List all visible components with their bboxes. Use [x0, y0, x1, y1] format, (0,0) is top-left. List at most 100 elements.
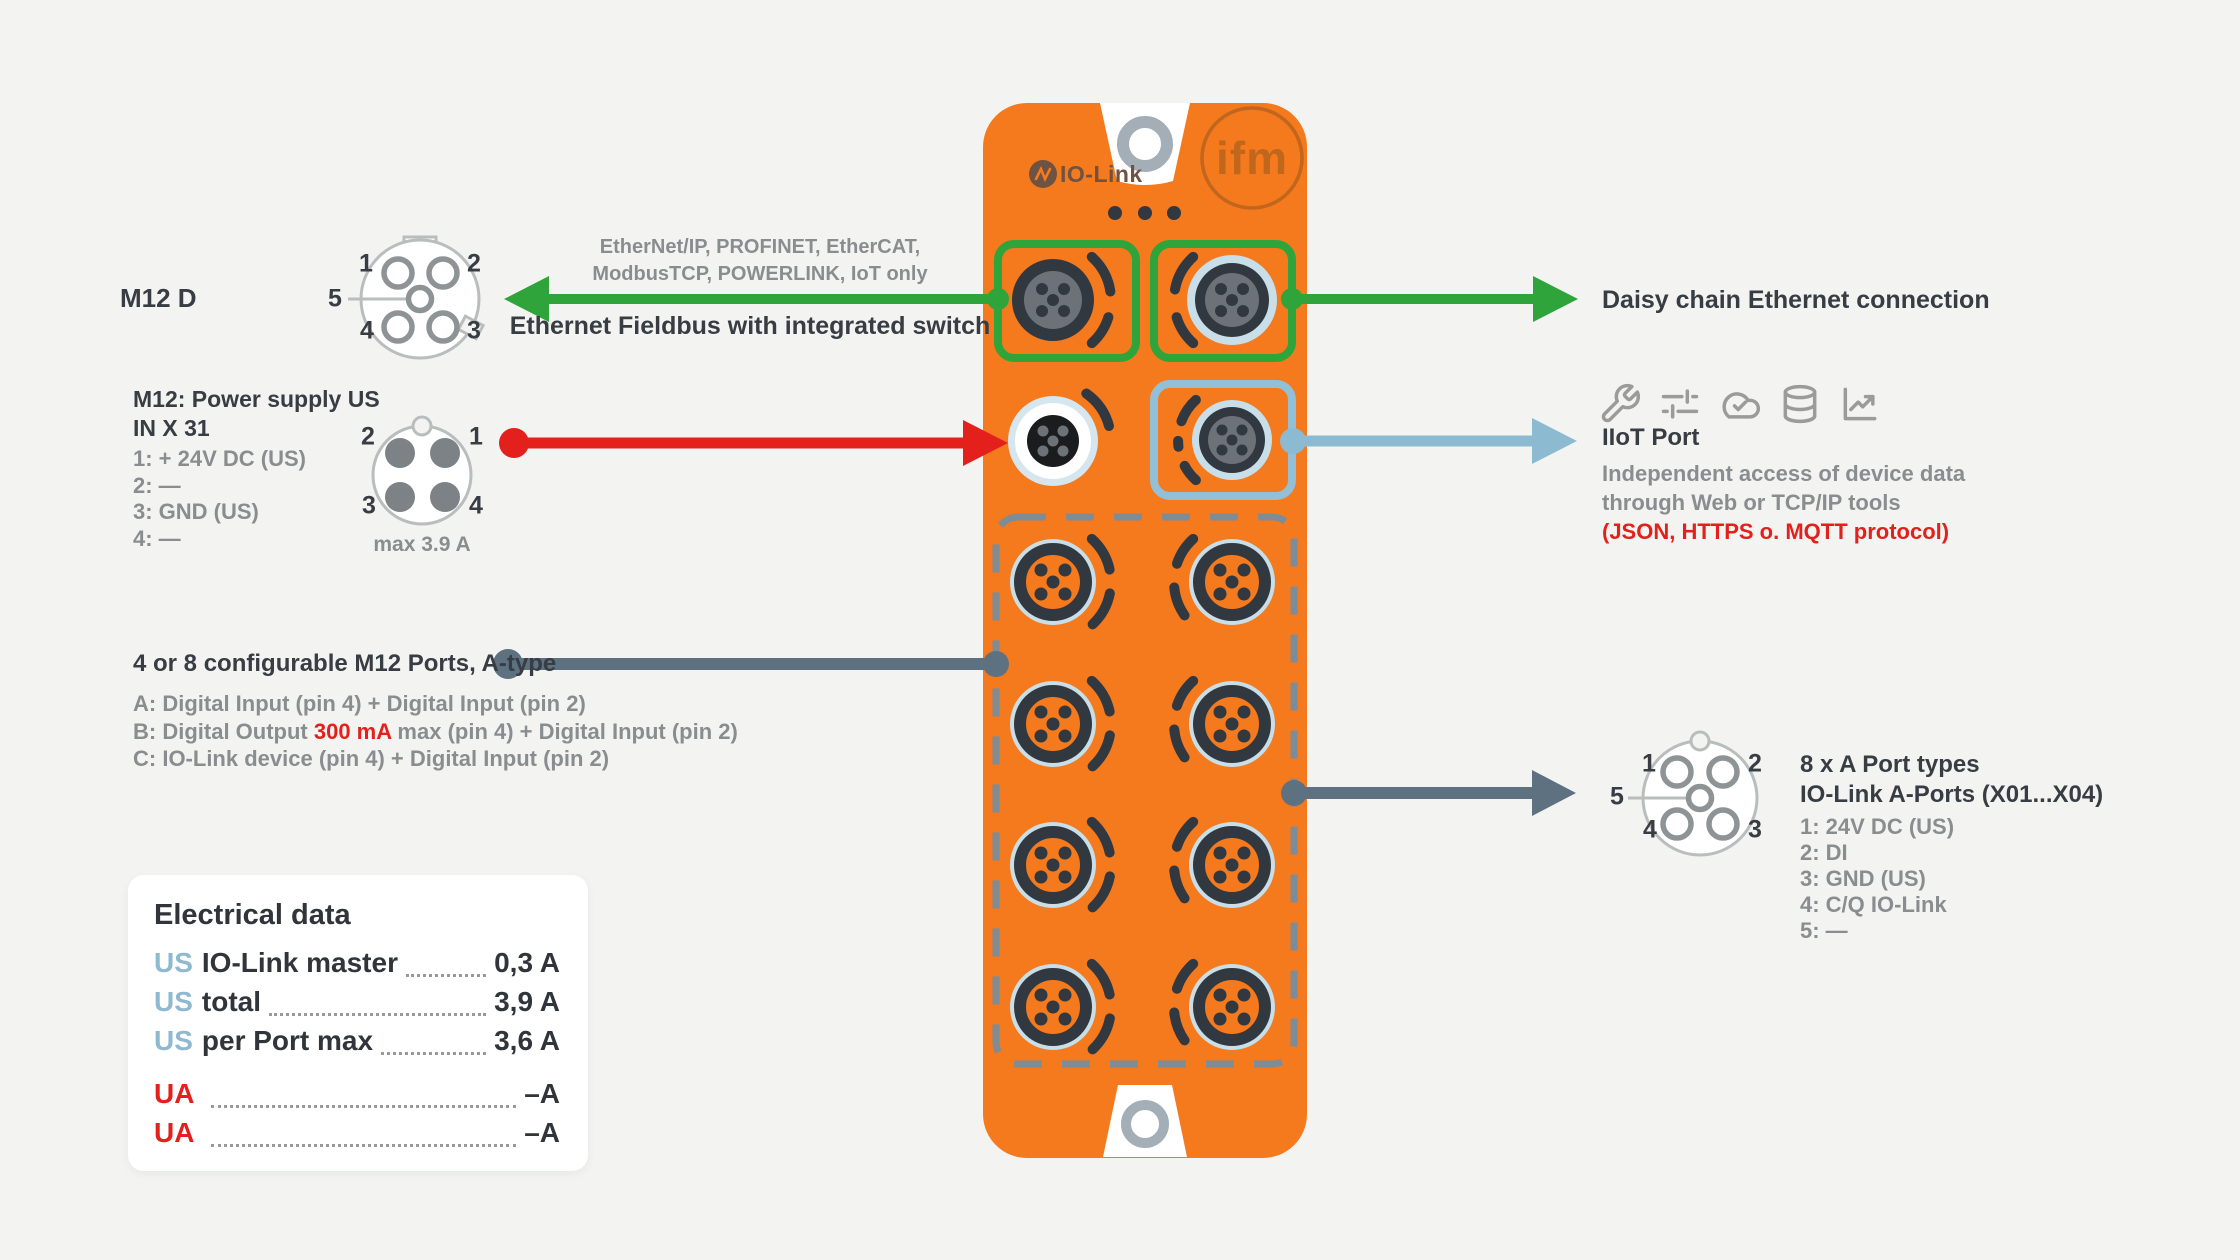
- power-pin-1: 1: [469, 422, 483, 451]
- m12d-pin-5: 5: [328, 284, 342, 313]
- electrical-row-ua-1: UA –A: [154, 1078, 560, 1109]
- ua-prefix: UA: [154, 1078, 195, 1109]
- aport-pinout-diagram: [1628, 730, 1759, 857]
- dotted-leader: [269, 1013, 487, 1016]
- m12d-pin-4: 4: [360, 316, 374, 345]
- power-supply-title-line1: M12: Power supply US: [133, 386, 380, 412]
- iiot-icon-row: [1598, 382, 1882, 426]
- iiot-protocol-note: (JSON, HTTPS o. MQTT protocol): [1602, 519, 1950, 544]
- electrical-data-rows: US IO-Link master 0,3 A US total 3,9 A U…: [154, 947, 560, 1156]
- aport-pin-2: 2: [1748, 749, 1762, 778]
- cloud-check-icon: [1718, 382, 1762, 426]
- power-supply-title-line2: IN X 31: [133, 415, 210, 441]
- power-pin-3: 3: [362, 491, 376, 520]
- ifm-logo-circle: [1200, 106, 1304, 210]
- m12d-label: M12 D: [120, 283, 197, 313]
- power-pin-line: 1: + 24V DC (US): [133, 446, 306, 471]
- electrical-row-us-port-max: US per Port max 3,6 A: [154, 1025, 560, 1056]
- power-pin-4: 4: [469, 491, 483, 520]
- ua-prefix: UA: [154, 1117, 195, 1148]
- iiot-connector: [1173, 394, 1272, 486]
- a-port: [1010, 675, 1116, 773]
- iiot-line1: Independent access of device data: [1602, 461, 1966, 486]
- ifm-logo-text: ifm: [1216, 132, 1288, 184]
- us-prefix: US: [154, 947, 193, 978]
- dotted-leader: [381, 1052, 487, 1055]
- aports-title-line2: IO-Link A-Ports (X01...X04): [1800, 781, 2104, 808]
- iiot-arrow: [1280, 418, 1577, 464]
- chart-icon: [1838, 382, 1882, 426]
- m12d-pin-3: 3: [467, 316, 481, 345]
- a-ports-arrow: [1281, 770, 1576, 816]
- a-port: [1169, 958, 1275, 1056]
- a-port: [1169, 533, 1275, 631]
- configurable-ports-list: A: Digital Input (pin 4) + Digital Input…: [133, 690, 738, 773]
- a-port-grid: [1010, 533, 1275, 1056]
- port-mode-b: B: Digital Output 300 mA max (pin 4) + D…: [133, 718, 738, 744]
- power-supply-title: M12: Power supply US IN X 31: [133, 385, 380, 443]
- electrical-data-title: Electrical data: [154, 899, 351, 931]
- power-arrow: [499, 420, 1008, 466]
- aport-pin-line: 4: C/Q IO-Link: [1800, 892, 1947, 917]
- electrical-data-card: Electrical data US IO-Link master 0,3 A …: [128, 875, 588, 1171]
- status-dots: [1108, 206, 1181, 220]
- iiot-port-description: Independent access of device data throug…: [1602, 459, 1965, 546]
- aport-pin-line: 5: —: [1800, 918, 1848, 943]
- us-prefix: US: [154, 1025, 193, 1056]
- fieldbus-protocols-line1: EtherNet/IP, PROFINET, EtherCAT,: [599, 236, 921, 258]
- a-port: [1010, 816, 1116, 914]
- io-link-master-device: [983, 103, 1307, 1158]
- iolink-logo-text: IO-Link: [1060, 161, 1143, 187]
- fieldbus-protocols: EtherNet/IP, PROFINET, EtherCAT, ModbusT…: [535, 234, 985, 288]
- database-icon: [1778, 382, 1822, 426]
- power-connector: [1008, 388, 1114, 486]
- fieldbus-arrow-left: [504, 276, 1009, 322]
- aports-title-line1: 8 x A Port types: [1800, 751, 1980, 778]
- port-mode-b-current: 300 mA: [313, 718, 392, 744]
- iolink-logo-mark: [1029, 160, 1057, 188]
- aports-title: 8 x A Port types IO-Link A-Ports (X01...…: [1800, 750, 2103, 810]
- dotted-leader: [405, 974, 487, 977]
- port-mode-a: A: Digital Input (pin 4) + Digital Input…: [133, 691, 586, 716]
- power-pin-line: 4: —: [133, 525, 181, 551]
- power-pinout-diagram: [371, 415, 473, 526]
- dotted-leader: [211, 1105, 517, 1108]
- port-mode-c: C: IO-Link device (pin 4) + Digital Inpu…: [133, 746, 610, 771]
- a-port: [1010, 533, 1116, 631]
- configurable-ports-pointer: [493, 649, 1009, 679]
- iiot-port-title: IIoT Port: [1602, 424, 1700, 451]
- iiot-line2: through Web or TCP/IP tools: [1602, 490, 1901, 515]
- fieldbus-protocols-line2: ModbusTCP, POWERLINK, IoT only: [592, 263, 928, 285]
- m12d-pin-2: 2: [467, 249, 481, 278]
- power-max-current: max 3.9 A: [373, 533, 471, 556]
- daisy-chain-label: Daisy chain Ethernet connection: [1602, 286, 1990, 314]
- aport-pin-3: 3: [1748, 815, 1762, 844]
- aport-pin-5: 5: [1610, 782, 1624, 811]
- ethernet-connector-right: [1169, 251, 1277, 349]
- power-pin-line: 2: —: [133, 472, 181, 498]
- configurable-ports-title: 4 or 8 configurable M12 Ports, A-type: [133, 650, 557, 677]
- daisy-chain-arrow: [1281, 276, 1578, 322]
- dotted-leader: [211, 1144, 517, 1147]
- fieldbus-label: Ethernet Fieldbus with integrated switch: [509, 312, 991, 340]
- aport-pin-line: 3: GND (US): [1800, 866, 1926, 891]
- a-port: [1169, 816, 1275, 914]
- a-port: [1169, 675, 1275, 773]
- ethernet-connector-left: [1012, 251, 1116, 349]
- us-prefix: US: [154, 986, 193, 1017]
- aport-pin-line: 1: 24V DC (US): [1800, 814, 1955, 839]
- sliders-icon: [1658, 382, 1702, 426]
- aport-pin-4: 4: [1643, 815, 1657, 844]
- electrical-row-us-total: US total 3,9 A: [154, 986, 560, 1017]
- power-pin-list: 1: + 24V DC (US) 2: — 3: GND (US) 4: —: [133, 446, 306, 552]
- aports-pin-list: 1: 24V DC (US) 2: DI 3: GND (US) 4: C/Q …: [1800, 814, 1954, 944]
- wrench-icon: [1598, 382, 1642, 426]
- electrical-row-ua-2: UA –A: [154, 1117, 560, 1148]
- aport-pin-line: 2: DI: [1800, 840, 1848, 865]
- m12d-pinout-diagram: [348, 235, 486, 360]
- electrical-row-us-master: US IO-Link master 0,3 A: [154, 947, 560, 978]
- power-pin-2: 2: [361, 422, 375, 451]
- m12d-pin-1: 1: [359, 249, 373, 278]
